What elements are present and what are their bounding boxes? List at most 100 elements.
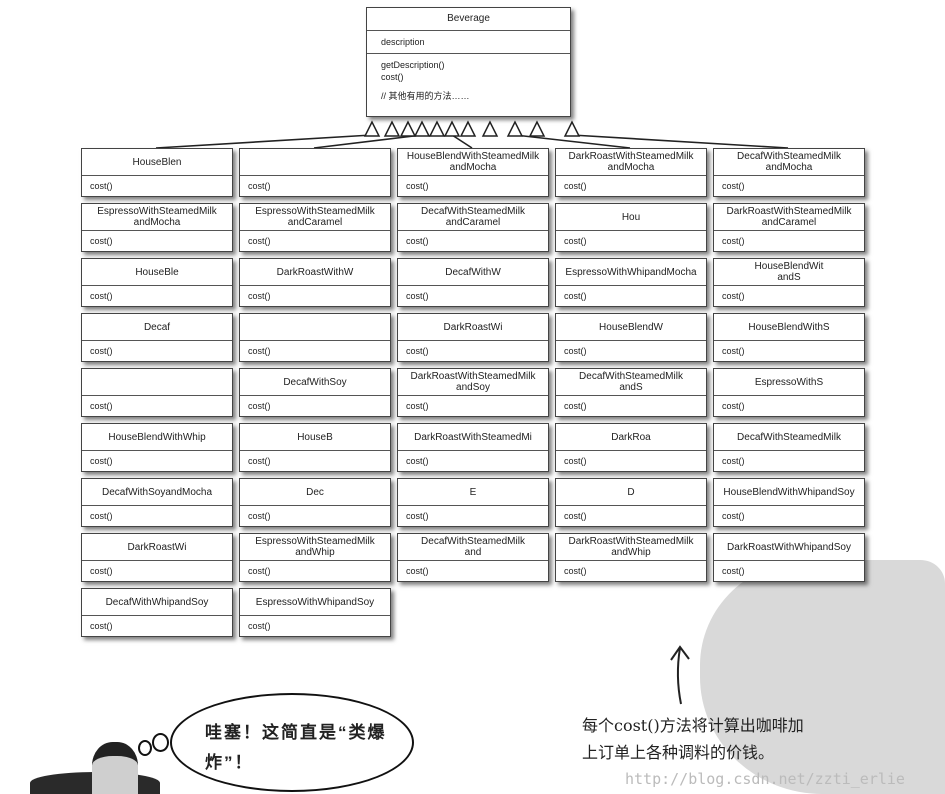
subclass-name: EspressoWithSteamedMilk andWhip: [240, 534, 390, 561]
subclass-name: DecafWithSoyandMocha: [82, 479, 232, 506]
subclass-name: DecafWithSteamedMilk andCaramel: [398, 204, 548, 231]
subclass-method: cost(): [90, 566, 113, 576]
subclass-method: cost(): [90, 401, 113, 411]
subclass-method: cost(): [722, 511, 745, 521]
subclass-name: HouseBlendWit andS: [714, 259, 864, 286]
subclass-box: DarkRoastWithWhipandSoy cost(): [713, 533, 865, 582]
subclass-name: DecafWithSteamedMilk: [714, 424, 864, 451]
subclass-method: cost(): [90, 511, 113, 521]
class-name: Beverage: [367, 8, 570, 31]
subclass-method: cost(): [564, 236, 587, 246]
inheritance-arrowhead-icon: [383, 120, 401, 137]
inheritance-arrowhead-icon: [481, 120, 499, 137]
subclass-box: DecafWithSteamedMilk andCaramel cost(): [397, 203, 549, 252]
up-arrow-icon: [670, 645, 690, 705]
subclass-box: EspressoWithSteamedMilk andMocha cost(): [81, 203, 233, 252]
subclass-name: HouseBlen: [82, 149, 232, 176]
subclass-method: cost(): [90, 621, 113, 631]
subclass-name: HouseBlendW: [556, 314, 706, 341]
subclass-method: cost(): [406, 236, 429, 246]
subclass-name: DarkRoastWithSteamedMilk andMocha: [556, 149, 706, 176]
subclass-name: D: [556, 479, 706, 506]
subclass-method: cost(): [248, 621, 271, 631]
subclass-name: DarkRoastWi: [398, 314, 548, 341]
subclass-name: DecafWithSteamedMilk and: [398, 534, 548, 561]
subclass-method: cost(): [722, 566, 745, 576]
subclass-method: cost(): [248, 181, 271, 191]
subclass-method: cost(): [406, 401, 429, 411]
watermark-seal: [700, 560, 945, 794]
subclass-method: cost(): [564, 401, 587, 411]
subclass-name: DecafWithSteamedMilk andS: [556, 369, 706, 396]
inheritance-line: [155, 134, 373, 149]
subclass-method: cost(): [248, 566, 271, 576]
subclass-method: cost(): [248, 456, 271, 466]
subclass-box: cost(): [81, 368, 233, 417]
subclass-name: EspressoWithSteamedMilk andMocha: [82, 204, 232, 231]
subclass-method: cost(): [406, 566, 429, 576]
subclass-method: cost(): [722, 291, 745, 301]
subclass-method: cost(): [90, 456, 113, 466]
subclass-name: Decaf: [82, 314, 232, 341]
subclass-name: DarkRoastWithWhipandSoy: [714, 534, 864, 561]
person-head: [92, 742, 138, 794]
subclass-method: cost(): [722, 236, 745, 246]
subclass-method: cost(): [564, 181, 587, 191]
subclass-name: DarkRoastWithW: [240, 259, 390, 286]
subclass-name: HouseB: [240, 424, 390, 451]
watermark-url: http://blog.csdn.net/zzti_erlie: [625, 770, 905, 788]
beverage-class-box: Beverage description getDescription() co…: [366, 7, 571, 117]
inheritance-line: [571, 134, 789, 149]
subclass-name: [240, 314, 390, 341]
inheritance-line: [451, 134, 473, 149]
thought-dot: [138, 740, 152, 756]
inheritance-arrowhead-icon: [443, 120, 461, 137]
subclass-box: HouseBlendWit andS cost(): [713, 258, 865, 307]
subclass-box: DarkRoastWi cost(): [397, 313, 549, 362]
subclass-method: cost(): [406, 511, 429, 521]
subclass-name: Dec: [240, 479, 390, 506]
subclass-box: cost(): [239, 313, 391, 362]
inheritance-arrowhead-icon: [459, 120, 477, 137]
subclass-method: cost(): [406, 346, 429, 356]
subclass-box: EspressoWithSteamedMilk andWhip cost(): [239, 533, 391, 582]
subclass-name: Hou: [556, 204, 706, 231]
inheritance-arrowhead-icon: [428, 120, 446, 137]
inheritance-lines: [155, 120, 789, 149]
subclass-box: HouseBlendWithWhip cost(): [81, 423, 233, 472]
subclass-method: cost(): [248, 401, 271, 411]
subclass-method: cost(): [722, 181, 745, 191]
class-methods: getDescription() cost(): [381, 60, 445, 82]
inheritance-arrowhead-icon: [399, 120, 417, 137]
subclass-method: cost(): [90, 236, 113, 246]
subclass-method: cost(): [722, 346, 745, 356]
subclass-method: cost(): [90, 291, 113, 301]
subclass-method: cost(): [722, 456, 745, 466]
thought-dot: [152, 733, 169, 752]
subclass-name: DecafWithW: [398, 259, 548, 286]
subclass-method: cost(): [564, 291, 587, 301]
subclass-method: cost(): [248, 346, 271, 356]
subclass-method: cost(): [406, 181, 429, 191]
subclass-name: EspressoWithS: [714, 369, 864, 396]
subclass-name: HouseBlendWithWhip: [82, 424, 232, 451]
subclass-name: [82, 369, 232, 396]
subclass-method: cost(): [90, 181, 113, 191]
inheritance-arrowhead-icon: [563, 120, 581, 137]
subclass-method: cost(): [564, 456, 587, 466]
